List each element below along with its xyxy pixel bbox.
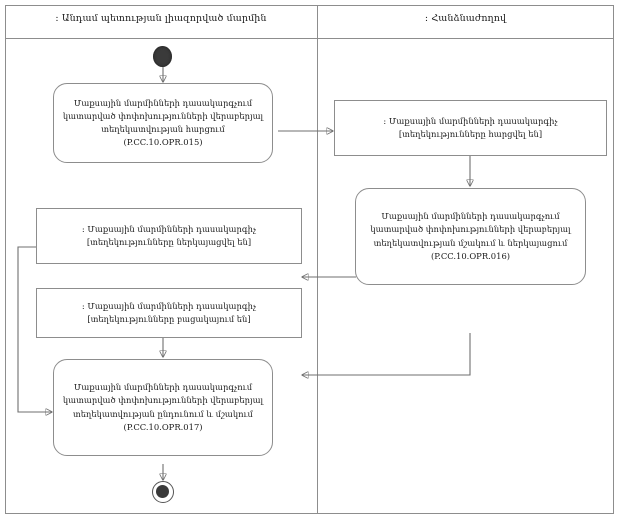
action-opr017-label: Մաքսային մարմինների դասակարգչում կատարվա… <box>62 382 264 432</box>
action-opr016[interactable]: Մաքսային մարմինների դասակարգչում կատարվա… <box>355 188 586 285</box>
object-node-requested[interactable]: : Մաքսային մարմինների դասակարգիչ [տեղեկո… <box>334 100 607 156</box>
action-opr015[interactable]: Մաքսային մարմինների դասակարգչում կատարվա… <box>53 83 273 163</box>
initial-node[interactable] <box>153 46 172 67</box>
object-node-presented[interactable]: : Մաքսային մարմինների դասակարգիչ [տեղեկո… <box>36 208 302 264</box>
swimlane-divider <box>317 5 318 514</box>
action-opr017[interactable]: Մաքսային մարմինների դասակարգչում կատարվա… <box>53 359 273 456</box>
action-opr015-label: Մաքսային մարմինների դասակարգչում կատարվա… <box>62 97 264 148</box>
lane-title-left: : Անդամ պետության լիազորված մարմին <box>55 13 267 24</box>
swimlane-header-rule <box>5 38 614 39</box>
object-node-requested-label: : Մաքսային մարմինների դասակարգիչ [տեղեկո… <box>383 115 558 139</box>
object-node-absent-label: : Մաքսային մարմինների դասակարգիչ [տեղեկո… <box>81 300 257 324</box>
lane-title-right: : Հանձնաժողով <box>424 13 507 24</box>
action-opr016-label: Մաքսային մարմինների դասակարգչում կատարվա… <box>370 211 571 261</box>
object-node-absent[interactable]: : Մաքսային մարմինների դասակարգիչ [տեղեկո… <box>36 288 302 338</box>
object-node-presented-label: : Մաքսային մարմինների դասակարգիչ [տեղեկո… <box>81 223 257 247</box>
final-node[interactable] <box>152 481 174 503</box>
